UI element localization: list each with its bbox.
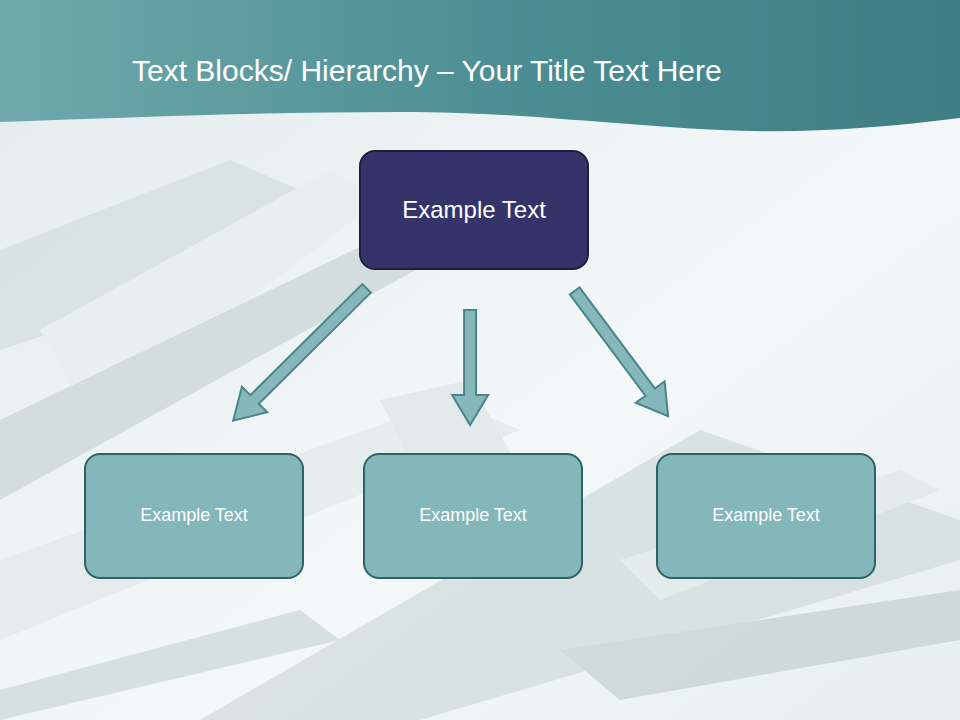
block-arrow (233, 284, 371, 421)
child-box: Example Text (84, 453, 304, 579)
block-arrow (570, 287, 668, 416)
box-label: Example Text (419, 505, 527, 527)
box-label: Example Text (712, 505, 820, 527)
box-label: Example Text (402, 196, 546, 225)
child-box: Example Text (656, 453, 876, 579)
top-box: Example Text (359, 150, 589, 270)
child-box: Example Text (363, 453, 583, 579)
box-label: Example Text (140, 505, 248, 527)
slide-title: Text Blocks/ Hierarchy – Your Title Text… (132, 54, 722, 88)
block-arrow (452, 310, 488, 425)
